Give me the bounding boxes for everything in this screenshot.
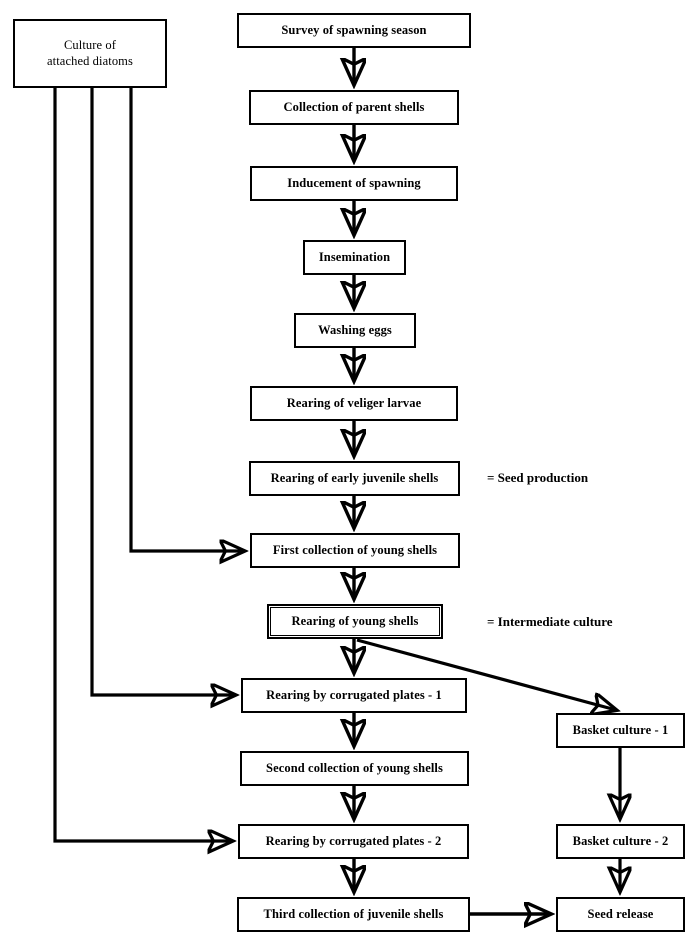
node-label: Rearing of veliger larvae <box>286 395 422 410</box>
node-washing-eggs[interactable]: Washing eggs <box>294 313 416 348</box>
node-label: Washing eggs <box>318 322 392 337</box>
node-label: Insemination <box>318 249 391 264</box>
node-inducement-of-spawning[interactable]: Inducement of spawning <box>250 166 458 201</box>
node-label: Rearing by corrugated plates - 2 <box>265 833 442 848</box>
annotation-text: = Intermediate culture <box>487 614 613 629</box>
node-label: Rearing of early juvenile shells <box>270 470 439 485</box>
node-culture-of-attached-diatoms[interactable]: Culture of attached diatoms <box>13 19 167 88</box>
node-seed-release[interactable]: Seed release <box>556 897 685 932</box>
node-basket-culture-2[interactable]: Basket culture - 2 <box>556 824 685 859</box>
node-label: Rearing by corrugated plates - 1 <box>266 687 442 702</box>
node-basket-culture-1[interactable]: Basket culture - 1 <box>556 713 685 748</box>
node-label-line-2: attached diatoms <box>47 53 133 68</box>
node-label: Basket culture - 2 <box>572 833 669 848</box>
node-rearing-by-corrugated-plates-2[interactable]: Rearing by corrugated plates - 2 <box>238 824 469 859</box>
node-second-collection-of-young-shells[interactable]: Second collection of young shells <box>240 751 469 786</box>
node-rearing-of-early-juvenile-shells[interactable]: Rearing of early juvenile shells <box>249 461 460 496</box>
node-label-line-1: Culture of <box>63 37 117 52</box>
node-label: Inducement of spawning <box>287 175 421 190</box>
node-label: Culture of attached diatoms <box>47 38 133 69</box>
annotation-intermediate-culture: = Intermediate culture <box>487 614 613 630</box>
annotation-seed-production: = Seed production <box>487 470 588 486</box>
edge-culture-to-first-collection <box>129 88 244 551</box>
node-insemination[interactable]: Insemination <box>303 240 406 275</box>
node-label: Third collection of juvenile shells <box>263 906 444 921</box>
node-first-collection-of-young-shells[interactable]: First collection of young shells <box>250 533 460 568</box>
node-label: Second collection of young shells <box>266 760 443 775</box>
annotation-text: = Seed production <box>487 470 589 485</box>
node-rearing-of-veliger-larvae[interactable]: Rearing of veliger larvae <box>250 386 458 421</box>
node-label: Survey of spawning season <box>281 22 427 37</box>
edge-culture-to-corrugated-2 <box>53 88 232 841</box>
node-collection-of-parent-shells[interactable]: Collection of parent shells <box>249 90 459 125</box>
node-survey-of-spawning-season[interactable]: Survey of spawning season <box>237 13 471 48</box>
edge-culture-to-corrugated-1 <box>90 88 235 695</box>
node-rearing-by-corrugated-plates-1[interactable]: Rearing by corrugated plates - 1 <box>241 678 467 713</box>
node-label: Collection of parent shells <box>283 99 425 114</box>
node-label: Basket culture - 1 <box>572 722 669 737</box>
node-label: First collection of young shells <box>272 542 438 557</box>
node-third-collection-of-juvenile-shells[interactable]: Third collection of juvenile shells <box>237 897 470 932</box>
node-label: Seed release <box>587 906 654 921</box>
node-rearing-of-young-shells[interactable]: Rearing of young shells <box>267 604 443 639</box>
node-label: Rearing of young shells <box>291 613 419 628</box>
